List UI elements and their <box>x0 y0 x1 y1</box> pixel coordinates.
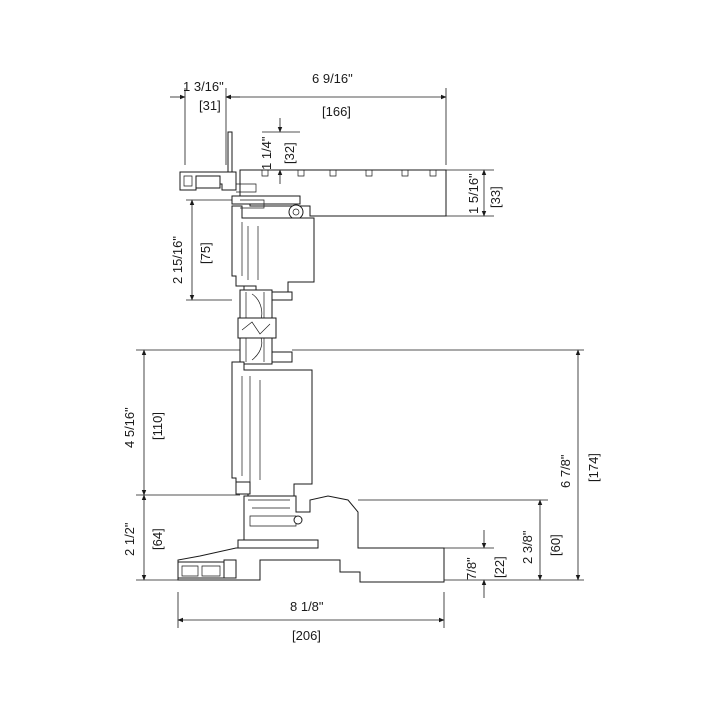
total-height-dimension <box>292 349 584 581</box>
top-left-mm-label: [31] <box>199 98 221 113</box>
sill-nose-dimension <box>444 530 494 598</box>
head-step-in-label: 1 1/4" <box>259 136 274 170</box>
lower-sash-mm-label: [110] <box>150 412 165 440</box>
sill-height-dimension <box>136 494 178 581</box>
lower-sash-in-label: 4 5/16" <box>122 407 137 448</box>
top-width-in-label: 6 9/16" <box>312 71 353 86</box>
total-height-mm-label: [174] <box>586 453 601 482</box>
head-depth-dimension <box>446 169 494 217</box>
sill-height-mm-label: [64] <box>150 528 165 550</box>
upper-sash-in-label: 2 15/16" <box>170 236 185 284</box>
sill-nose-in-label: 7/8" <box>464 557 479 580</box>
bottom-width-dimension <box>177 592 445 628</box>
top-dimensions <box>170 88 447 165</box>
total-height-in-label: 6 7/8" <box>558 454 573 488</box>
head-step-mm-label: [32] <box>282 142 297 164</box>
sill-nose-mm-label: [22] <box>492 556 507 578</box>
head-jamb-profile <box>179 131 447 220</box>
glass-meeting-rail <box>237 289 293 365</box>
upper-sash-dimension <box>186 199 232 301</box>
top-left-in-label: 1 3/16" <box>183 79 224 94</box>
top-width-mm-label: [166] <box>322 104 351 119</box>
sill-profile <box>177 495 445 583</box>
head-depth-mm-label: [33] <box>488 186 503 208</box>
sill-step-in-label: 2 3/8" <box>520 530 535 564</box>
bottom-width-in-label: 8 1/8" <box>290 599 324 614</box>
upper-sash-mm-label: [75] <box>198 242 213 264</box>
head-depth-in-label: 1 5/16" <box>466 173 481 214</box>
lower-sash-profile <box>231 361 313 497</box>
sill-step-mm-label: [60] <box>548 534 563 556</box>
lower-sash-dimension <box>136 349 240 496</box>
head-step-dimension <box>262 118 300 184</box>
sill-height-in-label: 2 1/2" <box>122 522 137 556</box>
bottom-width-mm-label: [206] <box>292 628 321 643</box>
sill-step-dimension <box>358 499 548 581</box>
